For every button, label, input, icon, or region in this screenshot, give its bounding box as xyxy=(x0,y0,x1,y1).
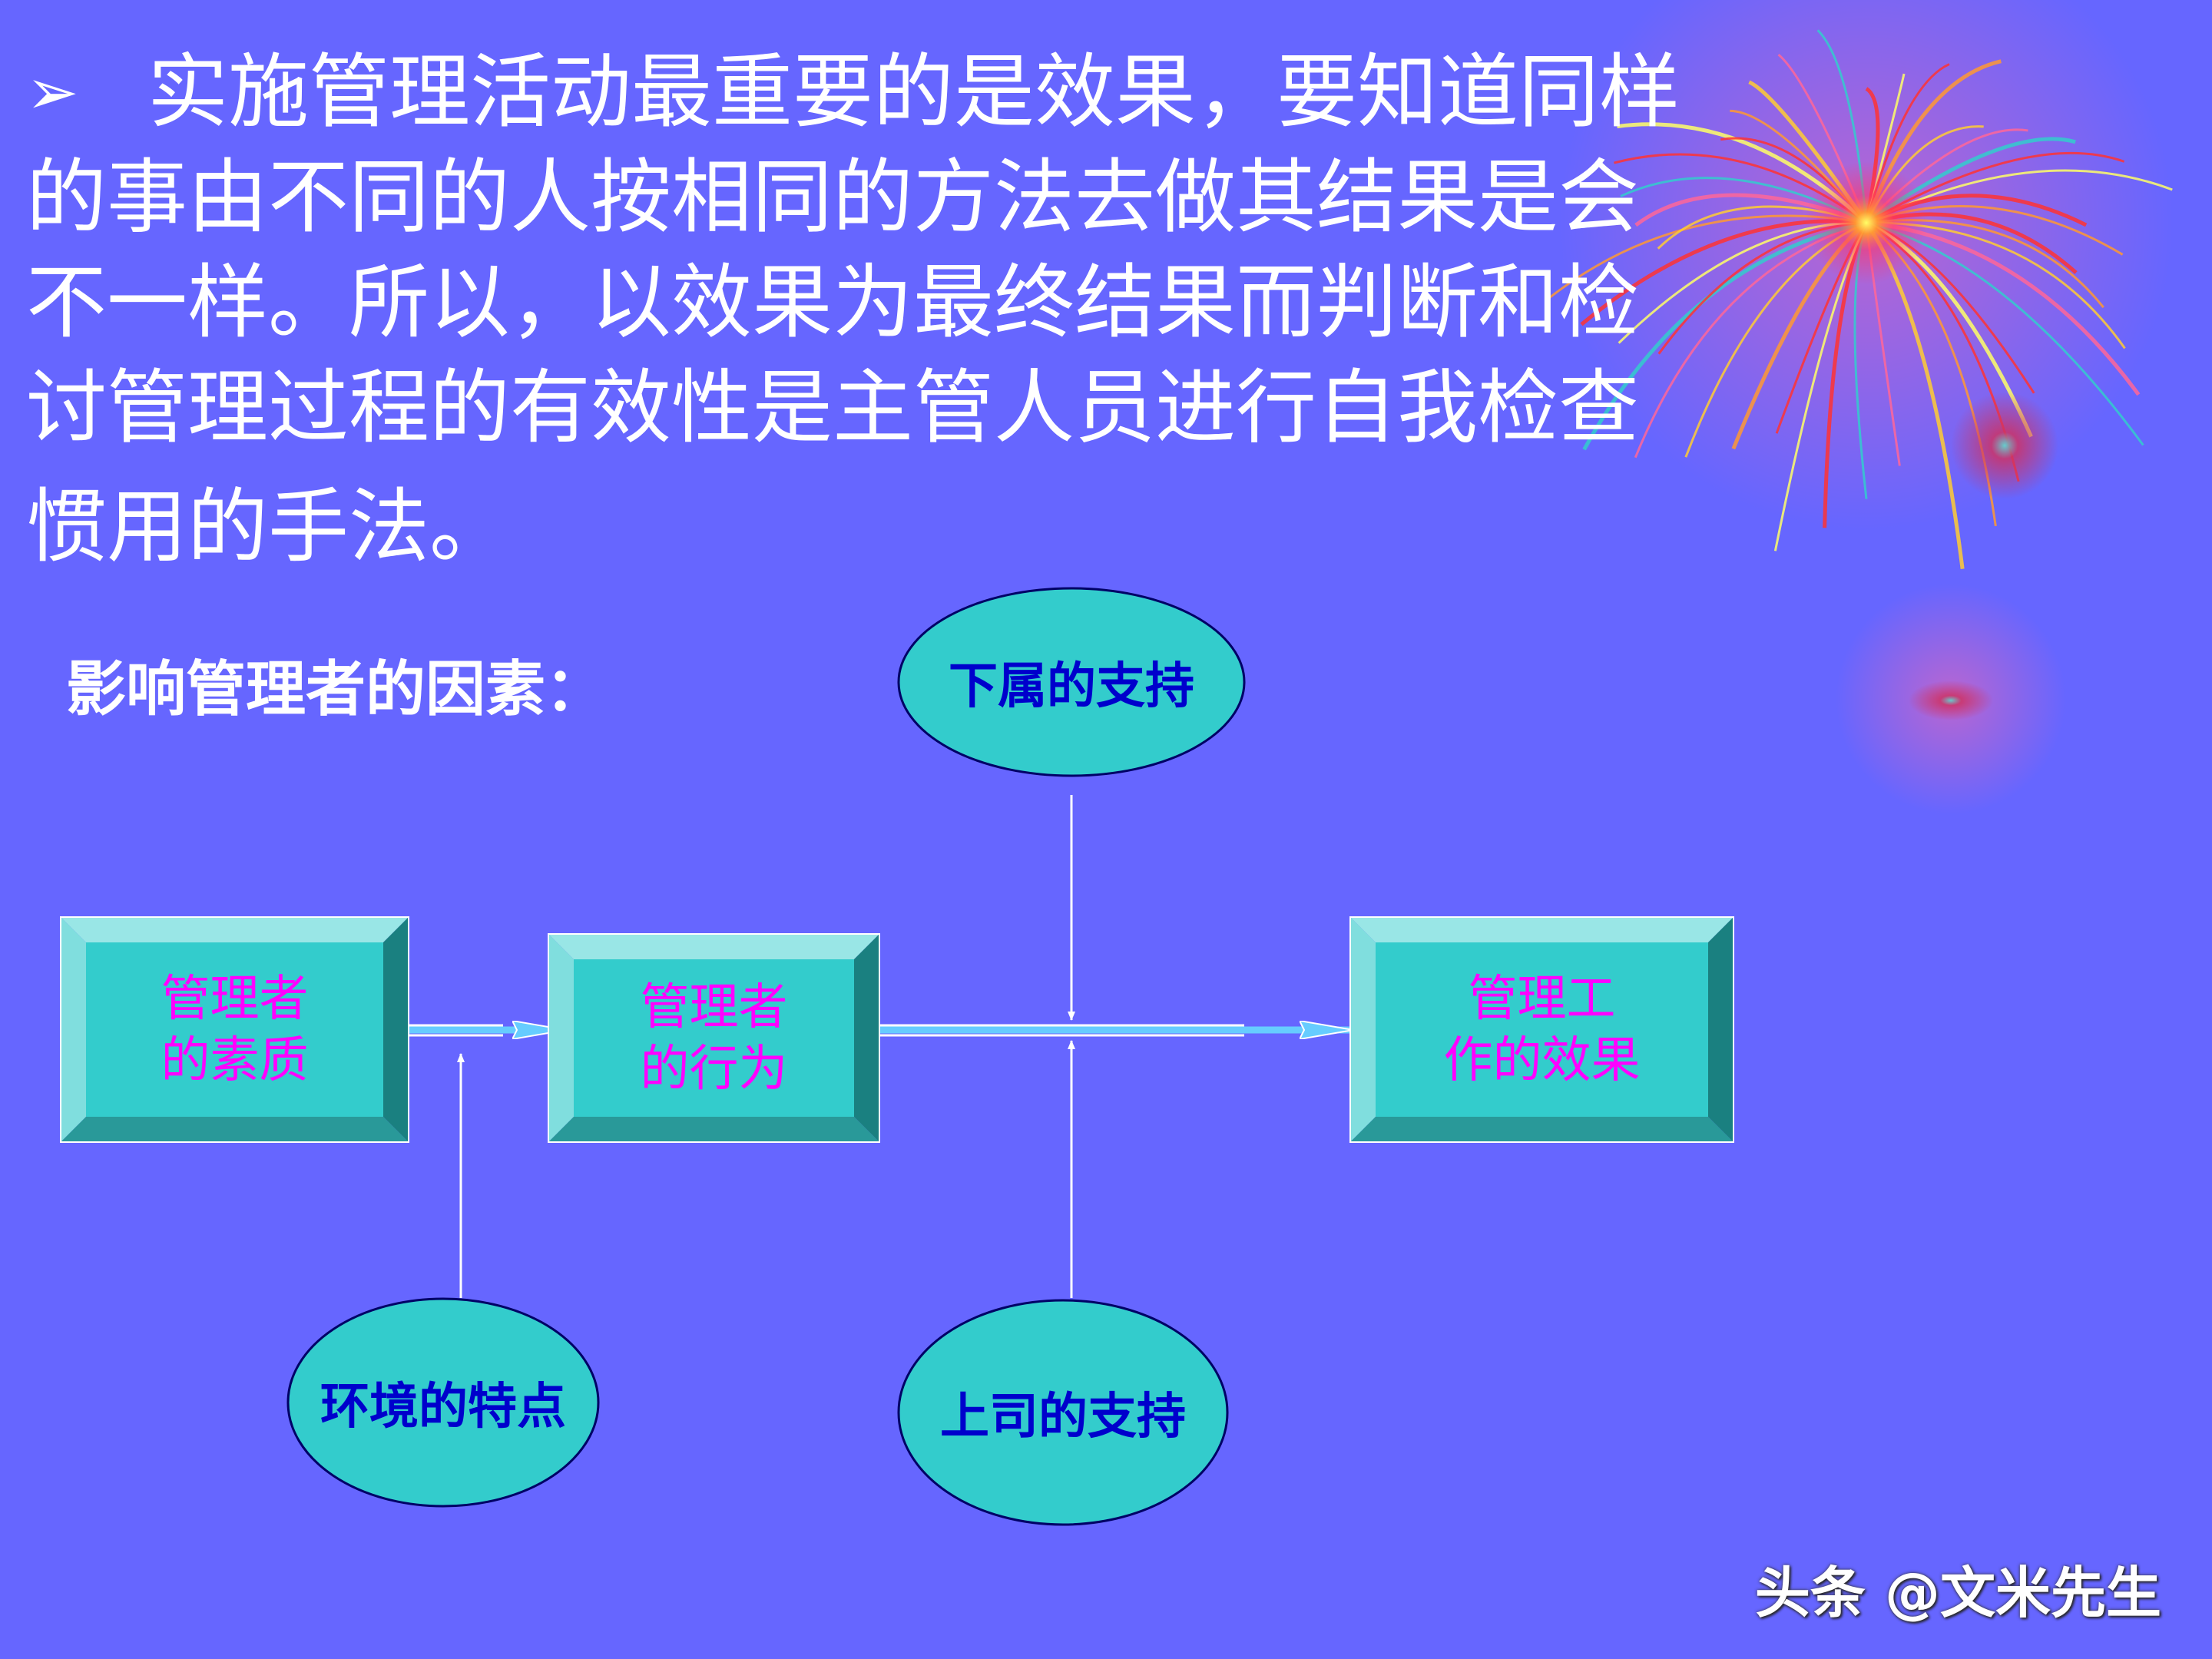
firework-core xyxy=(1805,161,1928,284)
bevel-face xyxy=(574,959,854,1117)
intro-paragraph: ➢ 实施管理活动最重要的是效果，要知道同样 的事由不同的人按相同的方法去做其结果是… xyxy=(26,40,1793,580)
box-label: 管理者 的素质 xyxy=(60,969,409,1091)
box-label-line: 管理者 xyxy=(640,979,788,1036)
paragraph-line: ➢ 实施管理活动最重要的是效果，要知道同样 xyxy=(26,40,1793,145)
bevel-top xyxy=(60,916,409,942)
bevel-outline xyxy=(548,933,880,1143)
ellipse-label: 下属的支持 xyxy=(949,658,1194,715)
bullet-arrow-icon: ➢ xyxy=(26,56,79,129)
ellipse-label: 环境的特点 xyxy=(320,1379,566,1435)
bevel-face xyxy=(86,942,383,1117)
bevel-face xyxy=(1376,942,1708,1117)
bevel-right xyxy=(383,916,409,1143)
box-manager-quality: 管理者 的素质 xyxy=(60,916,409,1143)
firework-spark xyxy=(1951,392,2058,499)
box-label-line: 的行为 xyxy=(640,1040,788,1098)
factors-heading: 影响管理者的因素： xyxy=(66,655,606,724)
bevel-bottom xyxy=(1349,1117,1734,1143)
bevel-frame xyxy=(1349,916,1734,1143)
paragraph-line: 不一样。所以，以效果为最终结果而判断和检 xyxy=(26,256,1640,349)
box-label-line: 作的效果 xyxy=(1443,1031,1641,1089)
bevel-bottom xyxy=(548,1117,880,1143)
bevel-left xyxy=(548,933,574,1143)
paragraph-line: 讨管理过程的有效性是主管人员进行自我检查 xyxy=(26,361,1640,455)
box-work-result: 管理工 作的效果 xyxy=(1349,916,1734,1143)
watermark: 头条 @文米先生 xyxy=(1754,1561,2161,1625)
ellipse-superior-support: 上司的支持 xyxy=(896,1298,1230,1527)
bevel-top xyxy=(1349,916,1734,942)
bevel-right xyxy=(854,933,880,1143)
bevel-frame xyxy=(60,916,409,1143)
ellipse-label: 上司的支持 xyxy=(940,1389,1186,1445)
box-label-line: 管理工 xyxy=(1468,970,1616,1028)
ellipse-environment: 环境的特点 xyxy=(286,1296,601,1508)
quality-to-behavior-arrow xyxy=(399,1025,565,1035)
box-label-line: 管理者 xyxy=(161,970,309,1028)
ellipse-shape xyxy=(897,587,1246,777)
bevel-left xyxy=(60,916,86,1143)
bevel-frame xyxy=(548,933,880,1143)
paragraph-line: 惯用的手法。 xyxy=(26,480,511,574)
firework-spark-lower xyxy=(1909,680,1993,720)
ellipse-shape xyxy=(286,1297,600,1508)
bevel-right xyxy=(1708,916,1734,1143)
bevel-left xyxy=(1349,916,1376,1143)
bevel-outline xyxy=(60,916,409,1143)
paragraph-line-text: 实施管理活动最重要的是效果，要知道同样 xyxy=(147,45,1681,139)
box-manager-behavior: 管理者 的行为 xyxy=(548,933,880,1143)
ellipse-subordinate-support: 下属的支持 xyxy=(896,586,1247,778)
ellipse-shape xyxy=(897,1299,1229,1526)
box-label-line: 的素质 xyxy=(161,1031,309,1089)
box-label: 管理工 作的效果 xyxy=(1349,969,1734,1091)
box-label: 管理者 的行为 xyxy=(548,977,880,1100)
bevel-bottom xyxy=(60,1117,409,1143)
bevel-outline xyxy=(1349,916,1734,1143)
bevel-top xyxy=(548,933,880,959)
behavior-to-result-arrow xyxy=(876,1025,1352,1035)
paragraph-line: 的事由不同的人按相同的方法去做其结果是会 xyxy=(26,151,1640,244)
